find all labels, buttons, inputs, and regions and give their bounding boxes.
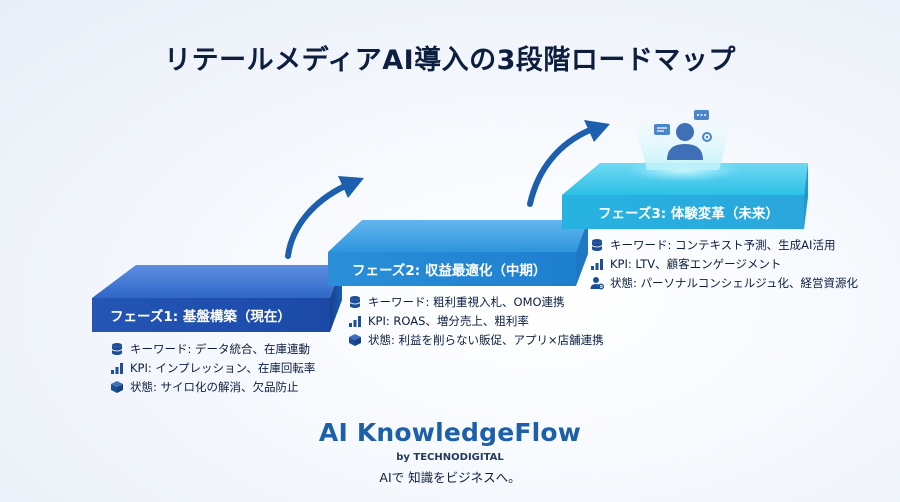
- cube-icon: [349, 333, 361, 346]
- user-chat-icon: [654, 110, 712, 160]
- phase-3-label: フェーズ3: 体験変革（未来）: [598, 206, 779, 222]
- phase-2-step: [328, 220, 588, 286]
- brand-company: by TECHNODIGITAL: [396, 452, 504, 463]
- phase-2-top: [328, 220, 588, 252]
- item-text: 状態: サイロ化の解消、欠品防止: [130, 379, 299, 394]
- phase-3-front: [562, 195, 804, 229]
- item-text: 状態: パーソナルコンシェルジュ化、経営資源化: [610, 275, 858, 290]
- list-item: キーワード: 粗利重視入札、OMO連携: [348, 292, 604, 311]
- item-text: キーワード: 粗利重視入札、OMO連携: [368, 294, 565, 309]
- item-text: 状態: 利益を削らない販促、アプリ×店舗連携: [368, 332, 604, 347]
- list-item: 状態: サイロ化の解消、欠品防止: [110, 377, 315, 396]
- user-gear-icon: [590, 276, 604, 289]
- phase-2-side: [576, 220, 588, 286]
- list-item: KPI: インプレッション、在庫回転率: [110, 358, 315, 377]
- phase-1-details: キーワード: データ統合、在庫連動 KPI: インプレッション、在庫回転率 状態…: [110, 339, 315, 396]
- phase-1-step: [92, 265, 342, 332]
- item-text: キーワード: データ統合、在庫連動: [130, 341, 311, 356]
- phase-1-label: フェーズ1: 基盤構築（現在）: [110, 309, 291, 325]
- phase-2-label: フェーズ2: 収益最適化（中期）: [352, 263, 547, 279]
- item-text: キーワード: コンテキスト予測、生成AI活用: [610, 237, 836, 252]
- list-item: キーワード: コンテキスト予測、生成AI活用: [590, 235, 858, 254]
- phase-3-details: キーワード: コンテキスト予測、生成AI活用 KPI: LTV、顧客エンゲージメ…: [590, 235, 858, 292]
- phase-1-top: [92, 265, 342, 298]
- page-title: リテールメディアAI導入の3段階ロードマップ: [164, 45, 736, 76]
- brand-tagline: AIで 知識をビジネスへ。: [379, 470, 521, 485]
- phase-2-details: キーワード: 粗利重視入札、OMO連携 KPI: ROAS、増分売上、粗利率 状…: [348, 292, 604, 349]
- item-text: KPI: LTV、顧客エンゲージメント: [610, 256, 782, 271]
- phase-1-front: [92, 298, 330, 332]
- list-item: KPI: ROAS、増分売上、粗利率: [348, 311, 604, 330]
- cube-icon: [111, 380, 123, 393]
- bar-chart-icon: [111, 362, 123, 374]
- arrow-1: [285, 176, 364, 259]
- phase-2-front: [328, 252, 576, 286]
- database-icon: [111, 342, 123, 355]
- arrow-2: [527, 120, 610, 207]
- list-item: キーワード: データ統合、在庫連動: [110, 339, 315, 358]
- hologram: [625, 110, 741, 182]
- list-item: KPI: LTV、顧客エンゲージメント: [590, 254, 858, 273]
- item-text: KPI: ROAS、増分売上、粗利率: [368, 313, 529, 328]
- list-item: 状態: 利益を削らない販促、アプリ×店舗連携: [348, 330, 604, 349]
- brand-logo-text: AI KnowledgeFlow: [318, 418, 582, 447]
- phase-3-side: [804, 163, 808, 229]
- database-icon: [591, 238, 603, 251]
- database-icon: [349, 295, 361, 308]
- bar-chart-icon: [591, 258, 603, 270]
- item-text: KPI: インプレッション、在庫回転率: [130, 360, 316, 375]
- bar-chart-icon: [349, 315, 361, 327]
- list-item: 状態: パーソナルコンシェルジュ化、経営資源化: [590, 273, 858, 292]
